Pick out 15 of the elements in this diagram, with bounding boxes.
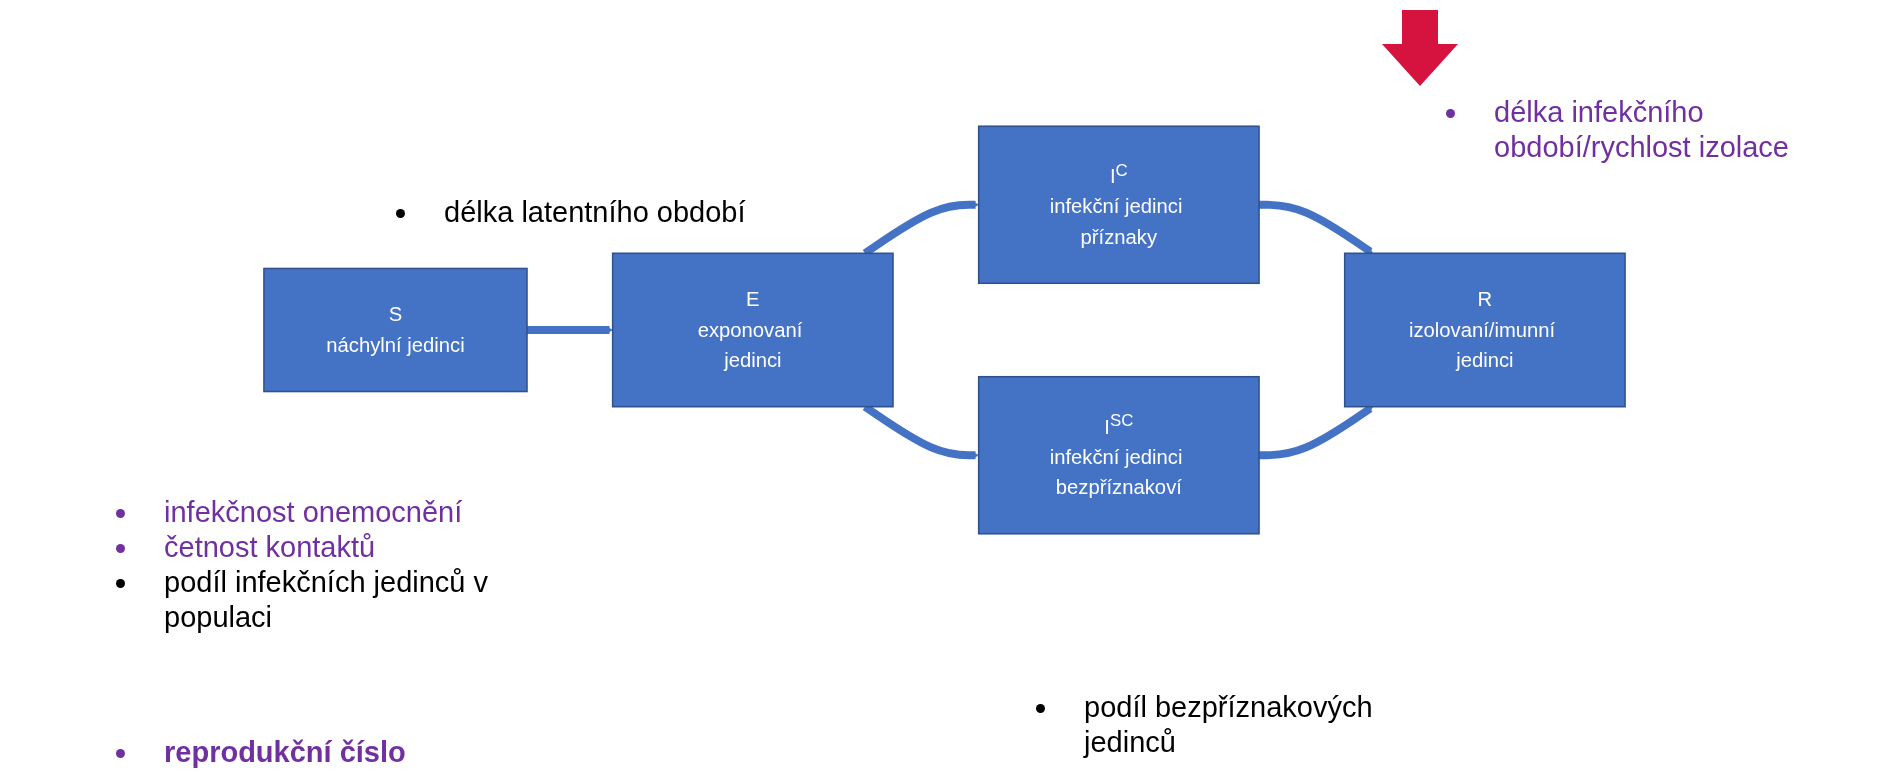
note-text: délka latentního období	[444, 195, 747, 230]
arrow	[527, 326, 613, 334]
node-box: E exponovaní jedinci	[611, 252, 894, 408]
note-text: reprodukční číslo	[164, 735, 407, 770]
arrow	[1259, 405, 1374, 460]
note-text: infekčnost onemocnění	[164, 495, 464, 530]
arrow	[1259, 200, 1374, 255]
node-box: S náchylní jedinci	[263, 267, 528, 393]
node-box: I$^{C}$ infekční jedinci příznaky	[977, 125, 1260, 285]
node-box: R izolovaní/imunní jedinci	[1343, 252, 1626, 408]
note-text: četnost kontaktů	[164, 530, 377, 565]
note-text: délka infekčního období/rychlost izolace	[1494, 95, 1790, 165]
note-text: podíl infekčních jedinců v populaci	[164, 565, 490, 635]
node-box: I$^{SC}$ infekční jedinci bezpříznakoví	[977, 375, 1260, 535]
note-text: podíl bezpříznakových jedinců	[1084, 690, 1374, 760]
